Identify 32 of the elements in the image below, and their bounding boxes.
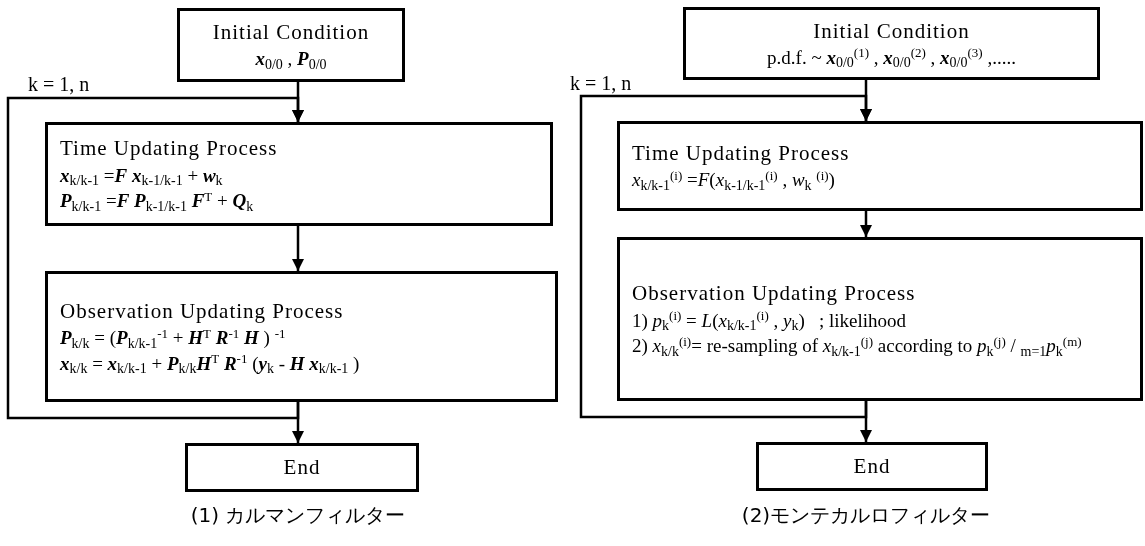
arrow xyxy=(860,211,872,237)
formula: x$_{k/k-1}$$^{(i)}$ =F(x$_{k-1/k-1}$$^{(i)}$ , w$_{k}$ $^{(i)}$) xyxy=(632,167,836,193)
box-heading: End xyxy=(853,453,891,481)
formula: P$_{k/k}$ = (P$_{k/k-1}$$^{-1}$ + H$^{T}$ R$^{-1}$ H ) $^{-1}$ xyxy=(60,325,287,351)
box-heading: Observation Updating Process xyxy=(632,280,917,308)
process-box xyxy=(617,237,1143,401)
formula: 1) p$_{k}$$^{(i)}$ = L(x$_{k/k-1}$$^{(i)}$ , y$_{k}$) ; likelihood xyxy=(632,307,908,334)
figure-caption: (2)モンテカルロフィルター xyxy=(740,505,992,525)
formula: x$_{k/k-1}$ =F x$_{k-1/k-1}$ + w$_{k}$ xyxy=(60,163,224,189)
start-box xyxy=(177,8,405,82)
process-box xyxy=(45,271,558,402)
start-box xyxy=(683,7,1100,80)
loop-label: k = 1, n xyxy=(570,73,632,93)
arrow xyxy=(292,226,304,271)
box-heading: Time Updating Process xyxy=(60,135,279,163)
box-heading: End xyxy=(283,454,321,482)
box-heading: Initial Condition xyxy=(813,17,970,45)
box-heading: Initial Condition xyxy=(212,19,370,46)
box-heading: Observation Updating Process xyxy=(60,297,345,325)
arrow xyxy=(579,94,872,419)
loop-label: k = 1, n xyxy=(28,74,90,94)
figure-caption: (1) カルマンフィルター xyxy=(189,505,407,525)
formula: p.d.f. ~ x$_{0/0}$$^{(1)}$ , x$_{0/0}$$^{(2)}$ , x$_{0/0}$$^{(3)}$ ,..... xyxy=(767,44,1016,71)
end-box xyxy=(756,442,988,491)
arrow xyxy=(6,96,304,420)
formula: x$_{0/0}$ , P$_{0/0}$ xyxy=(255,47,327,72)
end-box xyxy=(185,443,419,492)
process-box xyxy=(45,122,553,226)
formula: x$_{k/k}$ = x$_{k/k-1}$ + P$_{k/k}$H$^{T}$ R$^{-1}$ (y$_{k}$ - H x$_{k/k-1}$ ) xyxy=(60,350,361,377)
process-box xyxy=(617,121,1143,211)
box-heading: Time Updating Process xyxy=(632,140,851,167)
formula: P$_{k/k-1}$ =F P$_{k-1/k-1}$ F$^{T}$ + Q$_{k}$ xyxy=(60,188,255,214)
